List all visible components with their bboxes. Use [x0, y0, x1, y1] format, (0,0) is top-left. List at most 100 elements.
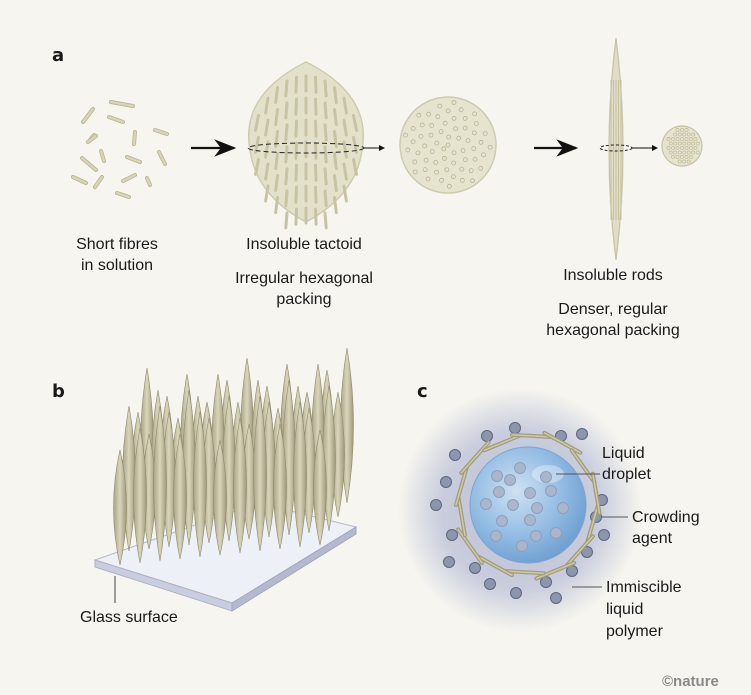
liquid-droplet-label: Liquid droplet [602, 443, 651, 485]
tactoid-fibre [314, 185, 318, 204]
fibre [153, 128, 169, 136]
tactoid-fibre [352, 157, 358, 176]
crowding-agent [443, 556, 455, 568]
droplet-molecules [480, 462, 569, 552]
rod [313, 429, 327, 546]
fibre-end [666, 146, 671, 150]
tactoid-fibre [342, 140, 348, 159]
rod-cross-section [661, 125, 703, 167]
fibre-end [675, 137, 680, 141]
fibre-end [478, 139, 484, 145]
fibre-end [412, 169, 418, 175]
fibre-end [445, 142, 451, 148]
tactoid-fibre [333, 152, 338, 171]
fibre-end [453, 126, 459, 132]
irregular-packing-label: Irregular hexagonal packing [204, 268, 404, 310]
fibre [99, 149, 106, 163]
tactoid-fibre [314, 141, 318, 160]
panel-label-a: a [52, 45, 65, 66]
fibre-end [429, 149, 435, 154]
crowding-agent [598, 529, 610, 541]
fibre-end [686, 159, 691, 164]
tactoid-fibre [254, 135, 260, 154]
fibre-end [459, 166, 465, 172]
glass-surface-label: Glass surface [80, 609, 178, 626]
immiscible-polymer-label: Immiscible liquid polymer [606, 577, 682, 643]
shell-fibre [504, 570, 545, 574]
fibre-end [403, 132, 408, 138]
tactoid-fibre [284, 123, 289, 142]
label-line: packing [276, 291, 332, 308]
short-fibres [71, 100, 169, 199]
fibre-end [473, 121, 479, 126]
tactoid-fibre [294, 141, 298, 160]
crowding-agent [449, 449, 461, 461]
fibre-end [434, 169, 439, 175]
shell-fibre [457, 528, 483, 564]
tactoid-fibre [342, 162, 348, 181]
crowding-agent [509, 422, 521, 434]
fibre-end [671, 146, 675, 150]
panel-label-c: c [417, 381, 428, 402]
fibre [86, 134, 98, 144]
fibre-end [689, 155, 693, 159]
crowding-agent [576, 428, 588, 440]
crowding-agent [469, 562, 481, 574]
fibre-end [451, 174, 456, 180]
fibre-end [429, 123, 435, 128]
fibre-end [415, 150, 421, 156]
fibre-end [675, 128, 680, 132]
fibre-end [691, 150, 696, 155]
label-line: Liquid [602, 445, 645, 462]
molecule [496, 515, 508, 527]
fibre-end [677, 159, 682, 164]
crowding-agent [446, 529, 458, 541]
fibre-end [675, 155, 680, 159]
fibre-end [471, 130, 477, 136]
molecule [530, 530, 542, 542]
fibre-end [418, 133, 424, 139]
tactoid-fibre [333, 86, 338, 105]
fibre-end [451, 100, 457, 105]
fibre-end [422, 167, 428, 173]
tactoid-fibre [333, 108, 338, 127]
tactoid-fibre [342, 184, 348, 203]
fibre-end [451, 150, 457, 156]
label-line: Short fibres [76, 236, 158, 253]
molecule [545, 485, 557, 497]
fibre-end [671, 155, 675, 159]
fibre-end [684, 155, 689, 159]
fibre-end [442, 120, 448, 126]
fibre-end [435, 114, 441, 120]
label-line: Immiscible [606, 579, 682, 596]
fibre-end [441, 146, 447, 152]
shell-fibre [543, 432, 582, 454]
shell-fibre [592, 473, 601, 514]
fibre-end [695, 150, 700, 155]
molecule [507, 499, 519, 511]
fibre-end [680, 146, 684, 150]
crowding-agent-label: Crowding agent [632, 507, 700, 549]
fibre [121, 173, 137, 183]
fibre-end [410, 126, 416, 131]
fibre [71, 175, 88, 185]
tactoid-fibre [274, 108, 279, 127]
fibre-end [682, 159, 687, 164]
fibre [80, 156, 98, 172]
crowding-agent [550, 592, 562, 604]
tactoid-fibre [342, 118, 348, 137]
fibre-end [668, 141, 673, 146]
tactoid [247, 61, 365, 230]
glass-surface [93, 502, 358, 612]
tactoid-fibre [254, 113, 260, 132]
tactoid-fibre [314, 207, 318, 226]
insoluble-rod [599, 37, 633, 261]
molecule [550, 527, 562, 539]
tactoid-fibre [333, 174, 338, 193]
fibre-end [693, 146, 698, 150]
molecule [514, 462, 526, 474]
fibre-end [684, 128, 689, 132]
molecule [531, 502, 543, 514]
tactoid-fibre [333, 196, 338, 215]
fibre-end [472, 111, 478, 117]
